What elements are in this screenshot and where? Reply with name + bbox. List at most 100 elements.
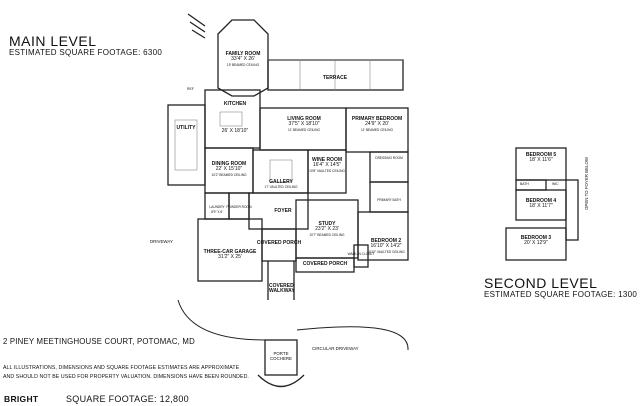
covered-walkway-wall [267, 261, 295, 300]
family-room-name: FAMILY ROOM [225, 51, 261, 57]
driveway-curve [177, 299, 266, 341]
open-foyer-wall [565, 179, 579, 241]
terrace-name: TERRACE [322, 75, 348, 81]
covered-porch-east-name: COVERED PORCH [302, 261, 348, 267]
dressing-room-name: DRESSING ROOM [375, 156, 403, 160]
open-to-foyer-label: OPEN TO FOYER BELOW [584, 156, 589, 210]
room-laundry: LAUNDRY 8'9" X 6' [209, 205, 224, 216]
room-dressing: DRESSING ROOM [375, 156, 402, 161]
garage-dims: 31'2" X 25' [218, 254, 242, 261]
room-kitchen: KITCHEN 26' X 18'10" [221, 101, 249, 135]
dining-room-ceiling: 10'2" BEAMED CEILING [211, 172, 247, 177]
room-bedroom-3: BEDROOM 3 20' X 12'9" [520, 235, 552, 247]
second-wic-label: WIC [552, 182, 559, 186]
kitchen-island [219, 111, 243, 127]
main-stair [187, 13, 206, 39]
room-walk-in: WALK-IN CLOSET [348, 252, 375, 257]
room-covered-porch-west: COVERED PORCH [256, 240, 302, 246]
room-garage: THREE-CAR GARAGE 31'2" X 25' [203, 249, 257, 261]
living-room-ceiling: 11' BEAMED CEILING [288, 127, 320, 132]
room-covered-porch-east: COVERED PORCH [302, 261, 348, 267]
gallery-name: GALLERY [269, 179, 293, 185]
room-powder: POWDER ROOM [226, 205, 251, 210]
dining-room-dims: 22' X 15'10" [215, 166, 243, 173]
room-foyer: FOYER [274, 208, 292, 214]
main-level-title: MAIN LEVEL [9, 33, 97, 49]
room-utility: UTILITY [176, 125, 196, 131]
room-terrace: TERRACE [322, 75, 348, 81]
primary-bath-name: PRIMARY BATH [377, 198, 401, 202]
driveway-label: DRIVEWAY [150, 239, 173, 244]
utility-name: UTILITY [176, 125, 196, 131]
utility-fixtures [174, 119, 198, 171]
porte-cochere-wall [264, 339, 298, 376]
living-room-dims: 37'5" X 18'10" [288, 121, 320, 128]
disclaimer-line-1: ALL ILLUSTRATIONS, DIMENSIONS AND SQUARE… [3, 365, 240, 371]
room-living: LIVING ROOM 37'5" X 18'10" 11' BEAMED CE… [287, 116, 321, 133]
kitchen-dims: 26' X 18'10" [221, 128, 249, 135]
walk-in-closet-name: WALK-IN CLOSET [347, 252, 375, 256]
powder-room-name: POWDER ROOM [226, 205, 252, 209]
room-dining: DINING ROOM 22' X 15'10" 10'2" BEAMED CE… [211, 161, 247, 178]
disclaimer-line-2: AND SHOULD NOT BE USED FOR PROPERTY VALU… [3, 374, 249, 380]
bedroom-3-dims: 20' X 12'9" [524, 240, 548, 247]
property-address: 2 PINEY MEETINGHOUSE COURT, POTOMAC, MD [3, 337, 195, 346]
wine-room-dims: 16'4" X 14'5" [312, 162, 342, 169]
bedroom-4-name: BEDROOM 4 [525, 198, 557, 204]
second-level-title: SECOND LEVEL [484, 275, 598, 291]
family-room-ceiling: 19' BEAMED CEILING [226, 62, 260, 67]
bedroom-4-dims: 18' X 11'7" [529, 203, 553, 210]
living-room-name: LIVING ROOM [287, 116, 321, 122]
room-bedroom-5: BEDROOM 5 18' X 11'6" [525, 152, 557, 164]
ref-label: REF [187, 87, 194, 91]
room-family: FAMILY ROOM 33'4" X 26' 19' BEAMED CEILI… [225, 51, 261, 68]
porte-cochere-front [257, 374, 305, 388]
second-bath-wall [515, 179, 547, 191]
garage-name: THREE-CAR GARAGE [203, 249, 257, 255]
wine-room-wall [307, 149, 347, 194]
bedroom-2-name: BEDROOM 2 [370, 238, 402, 244]
bedroom-2-dims: 16'10" X 14'2" [370, 243, 402, 250]
study-ceiling: 10'7" BEAMED CEILING [309, 232, 345, 237]
room-wine: WINE ROOM 16'4" X 14'5" 10'8" VAULTED CE… [309, 157, 345, 174]
covered-walkway-name: COVERED WALKWAY [269, 283, 295, 295]
bedroom-2-wall [357, 211, 409, 261]
bedroom-5-name: BEDROOM 5 [525, 152, 557, 158]
covered-porch-west-name: COVERED PORCH [256, 240, 302, 246]
porte-cochere-label: PORTE COCHERE [270, 351, 292, 361]
walk-in-closet-wall [353, 244, 369, 268]
study-name: STUDY [318, 221, 336, 227]
primary-bedroom-ceiling: 11' BEAMED CEILING [361, 127, 393, 132]
bedroom-3-name: BEDROOM 3 [520, 235, 552, 241]
kitchen-name: KITCHEN [223, 101, 247, 107]
laundry-dims: 8'9" X 6' [211, 210, 223, 215]
terrace-grid [268, 59, 403, 90]
room-study: STUDY 23'2" X 23' 10'7" BEAMED CEILING [309, 221, 345, 238]
room-primary-bath: PRIMARY BATH [377, 198, 401, 203]
circular-driveway-curve [296, 326, 409, 351]
primary-bedroom-name: PRIMARY BEDROOM [351, 116, 403, 122]
wine-room-ceiling: 10'8" VAULTED CEILING [309, 168, 345, 173]
family-room-dims: 33'4" X 26' [231, 56, 255, 63]
laundry-name: LAUNDRY [209, 205, 225, 209]
second-bath-label: BATH [520, 182, 529, 186]
bright-watermark: BRIGHT [0, 392, 43, 406]
primary-bath-wall [369, 181, 409, 213]
utility-wall [167, 104, 206, 186]
primary-bedroom-dims: 24'9" X 20' [365, 121, 389, 128]
room-gallery: GALLERY 17' VAULTED CEILING [264, 179, 298, 191]
bedroom-3-wall [505, 227, 567, 261]
bedroom-2-ceiling: 10'10" VAULTED CEILING [367, 249, 405, 254]
dining-room-name: DINING ROOM [211, 161, 247, 167]
room-covered-walkway: COVERED WALKWAY [269, 283, 295, 295]
gallery-ceiling: 17' VAULTED CEILING [264, 185, 298, 190]
circular-driveway-label: CIRCULAR DRIVEWAY [312, 346, 359, 351]
foyer-name: FOYER [274, 208, 292, 214]
room-primary-bedroom: PRIMARY BEDROOM 24'9" X 20' 11' BEAMED C… [351, 116, 403, 133]
gallery-feature [269, 159, 293, 183]
second-level-sqft: ESTIMATED SQUARE FOOTAGE: 1300 [484, 290, 638, 299]
bedroom-5-dims: 18' X 11'6" [529, 157, 553, 164]
room-bedroom-4: BEDROOM 4 18' X 11'7" [525, 198, 557, 210]
total-square-footage: SQUARE FOOTAGE: 12,800 [66, 394, 189, 404]
